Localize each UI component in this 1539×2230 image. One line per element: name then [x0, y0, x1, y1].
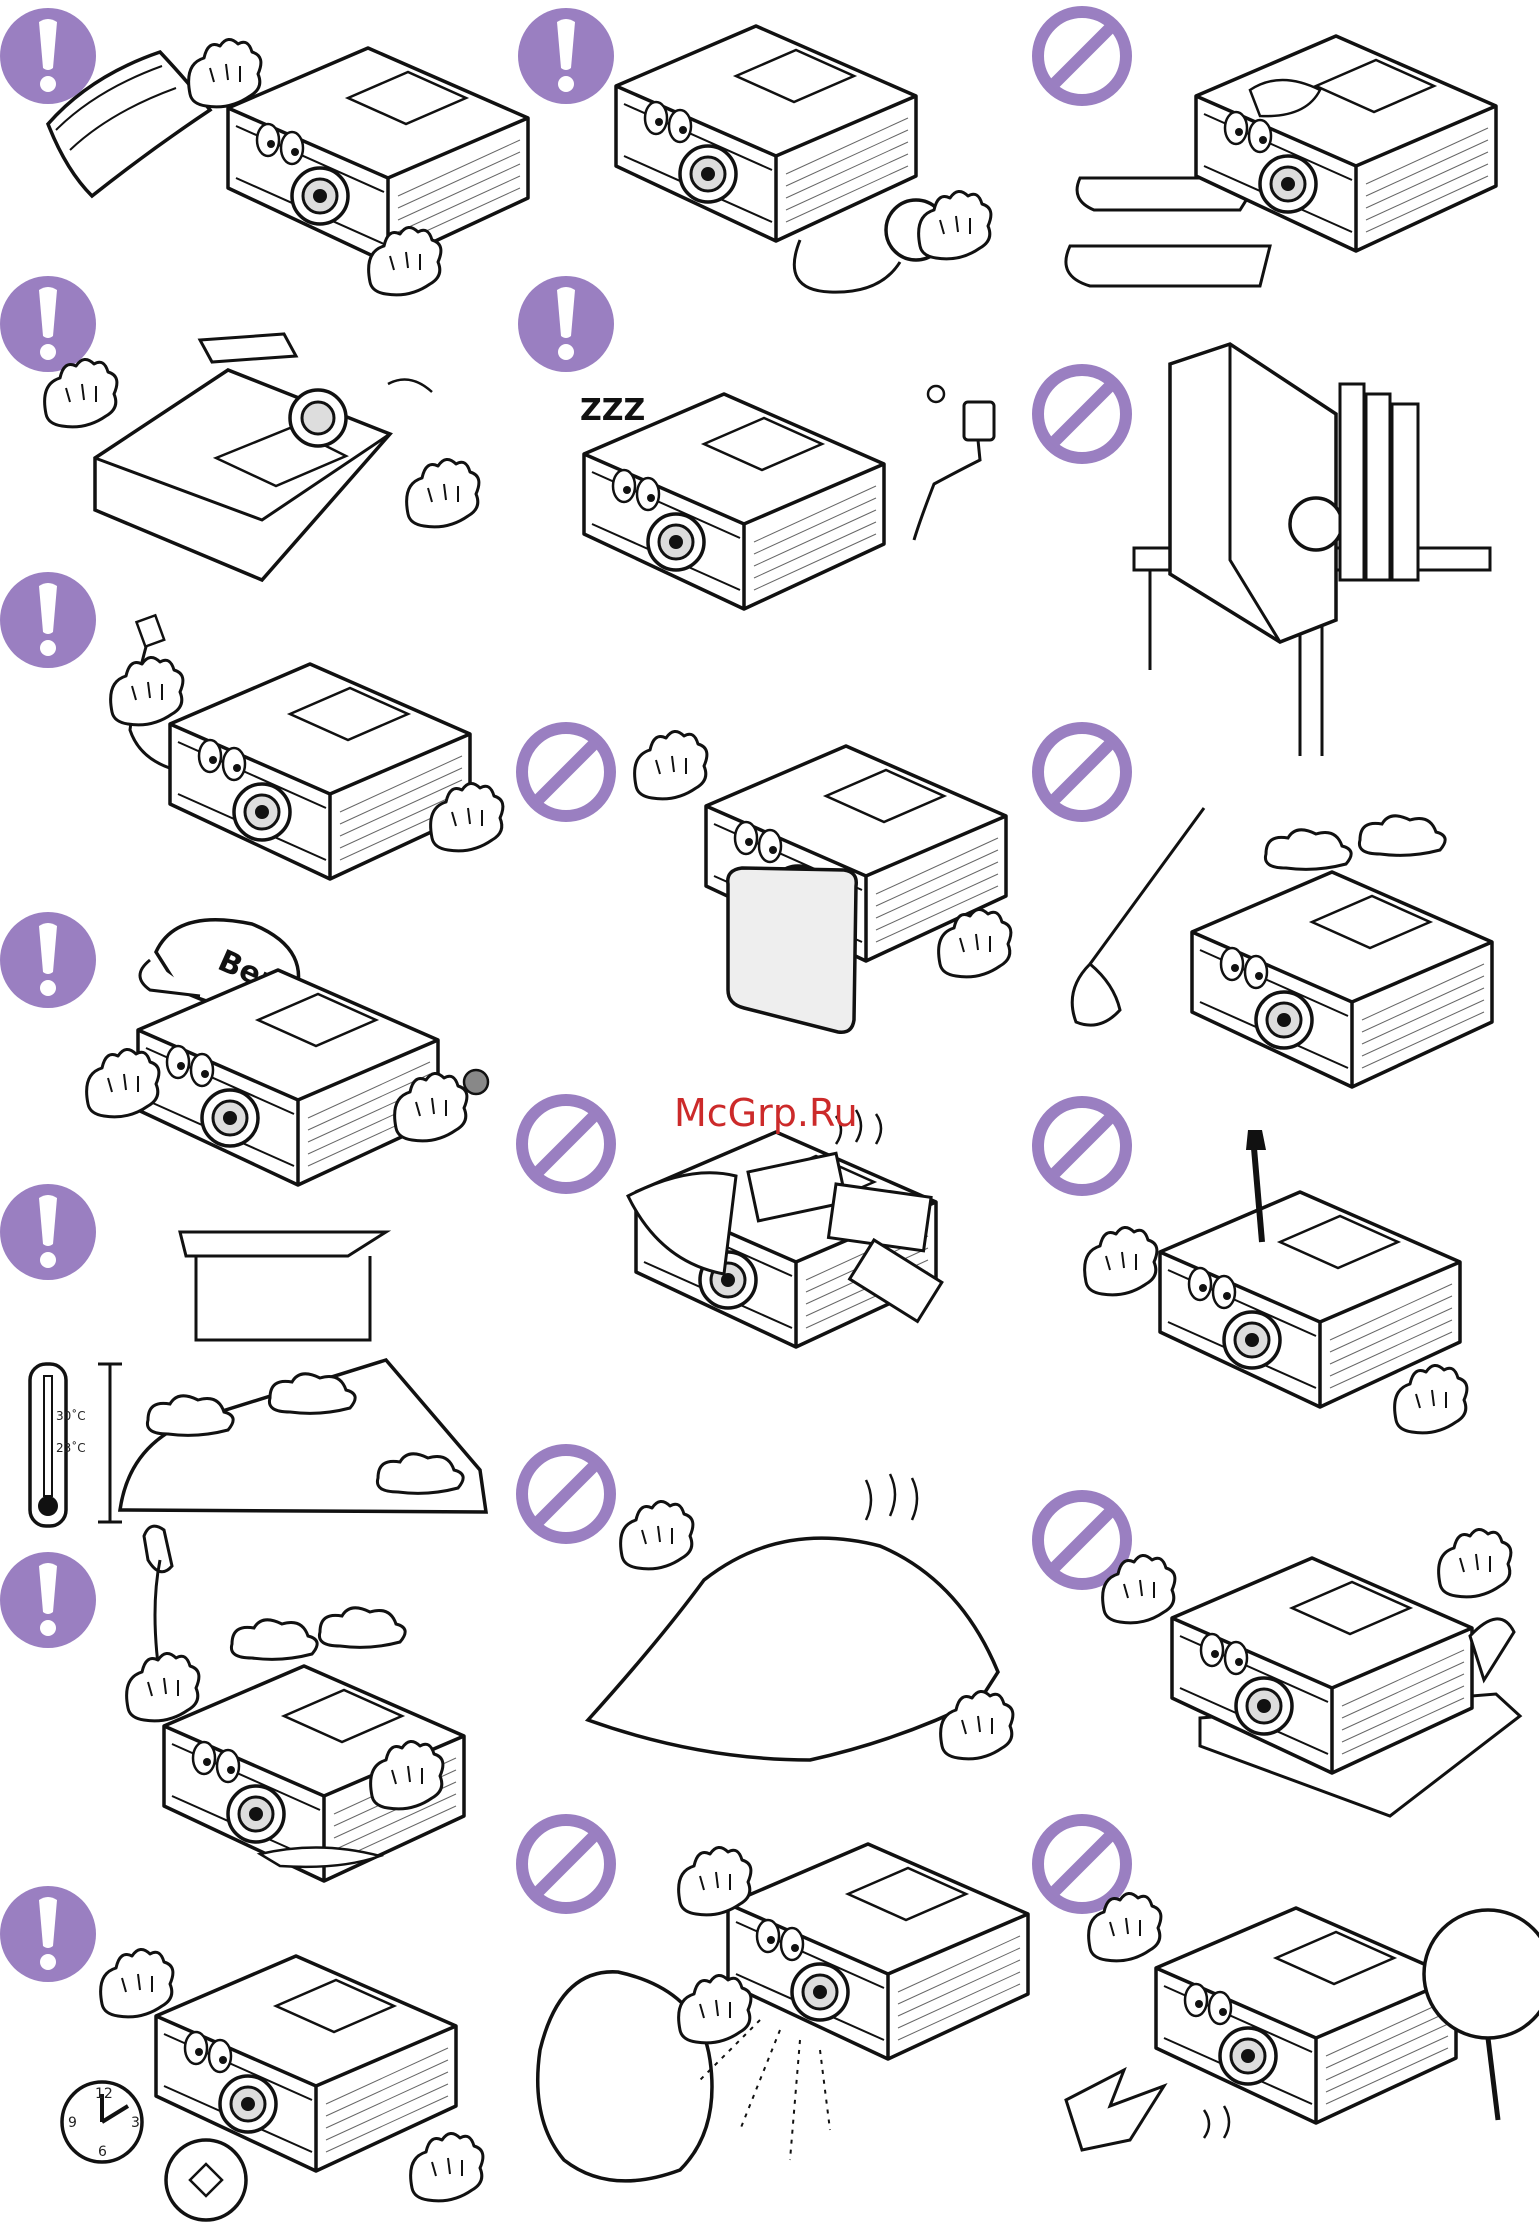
scene-covered-with-cloth — [588, 1474, 1013, 1760]
badge-row2-left-exclamation-icon — [0, 276, 96, 372]
clock-6: 6 — [98, 2144, 107, 2160]
badge-row3-middle-prohibited-icon — [522, 728, 610, 816]
clock-12: 12 — [95, 2086, 113, 2102]
scene-projector-with-manual — [48, 39, 528, 294]
badge-row1-middle-exclamation-icon — [518, 8, 614, 104]
badge-row6-middle-prohibited-icon — [522, 1820, 610, 1908]
badge-row4-right-prohibited-icon — [1038, 1102, 1126, 1190]
badge-row1-right-prohibited-icon — [1038, 12, 1126, 100]
badge-row7-left-exclamation-icon — [0, 1886, 96, 1982]
clock-3: 3 — [131, 2115, 140, 2131]
scene-projector-holding-plug — [111, 615, 503, 879]
scene-do-not-stare-into-beam — [538, 1844, 1028, 2181]
thermometer-high-label: 30˚C — [56, 1408, 86, 1423]
badge-row4-middle-prohibited-icon — [522, 1100, 610, 1188]
scene-projector-with-lens-cloth — [616, 26, 991, 292]
badge-row5-right-prohibited-icon — [1038, 1496, 1126, 1584]
badge-row6-right-prohibited-icon — [1038, 1820, 1126, 1908]
badge-row5-left-exclamation-icon — [0, 1184, 96, 1280]
badge-row2-right-prohibited-icon — [1038, 370, 1126, 458]
scene-objects-on-top — [628, 1110, 942, 1347]
badge-row3-right-prohibited-icon — [1038, 728, 1126, 816]
scene-projector-on-soft-cushions — [1066, 36, 1496, 286]
badge-row4-left-exclamation-icon — [0, 912, 96, 1008]
clock-9: 9 — [68, 2115, 77, 2131]
scene-altitude-temperature: 30˚C 23˚C — [30, 1232, 486, 1526]
badge-row1-left-exclamation-icon — [0, 8, 96, 104]
scene-lamp-hours-clock: 12 3 6 9 — [62, 1949, 483, 2220]
badge-row3-left-exclamation-icon — [0, 572, 96, 668]
watermark-text: McGrp.Ru — [674, 1091, 858, 1135]
badge-row6-left-exclamation-icon — [0, 1552, 96, 1648]
badge-row5-middle-prohibited-icon — [522, 1450, 610, 1538]
scene-sleeping-projector-unplugged: ZZZ — [580, 386, 994, 609]
scene-lens-covered — [635, 731, 1011, 1032]
scene-do-not-disassemble — [1085, 1130, 1467, 1433]
thermometer-low-label: 23˚C — [56, 1440, 86, 1455]
scene-humid-water-puddle — [127, 1526, 464, 1881]
badge-row2-middle-exclamation-icon — [518, 276, 614, 372]
scene-ceiling-mounted-projector — [45, 334, 479, 580]
snore-text: ZZZ — [580, 393, 645, 428]
scene-tilted-liquid-spill — [1103, 1529, 1520, 1816]
scene-dusty-environment — [1072, 808, 1492, 1087]
scene-projector-placed-vertically — [1134, 344, 1490, 756]
scene-avoid-impact-and-fan — [1066, 1893, 1539, 2150]
scene-projector-thumbs-up-cap: BenQ — [87, 920, 488, 1185]
